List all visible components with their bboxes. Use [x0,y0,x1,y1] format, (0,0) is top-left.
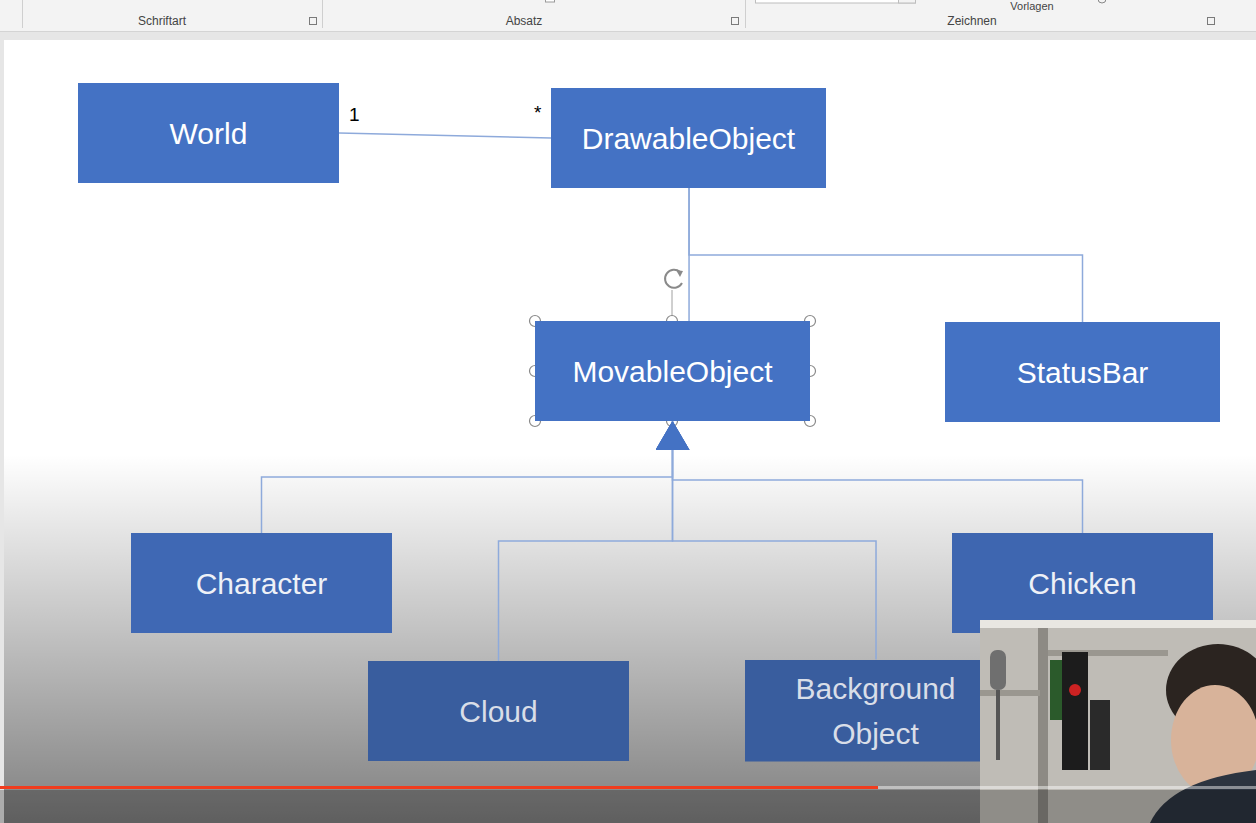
webcam-shelf [980,690,1040,696]
webcam-folder [1069,684,1081,696]
video-shade [4,455,1256,823]
ribbon-separator [322,0,323,28]
ribbon-checkbox [546,0,555,2]
resize-handle [530,316,816,427]
multiplicity-label: 1 [349,104,360,126]
class-name: DrawableObject [582,116,795,161]
class-box: DrawableObject [551,88,826,188]
class-box: StatusBar [945,322,1220,422]
class-box: Cloud [368,661,629,761]
class-box: Chicken [952,533,1213,633]
ribbon-group-label: Zeichnen [947,14,996,28]
progress-track [0,786,1256,789]
webcam-microphone [990,650,1006,690]
ribbon-bar [0,0,1256,32]
ribbon-icon [1098,0,1106,3]
ribbon-separator [22,0,23,28]
class-name: StatusBar [1017,350,1149,395]
inheritance-arrow [262,421,673,533]
inheritance-arrow [673,421,1083,533]
ribbon-input [756,0,916,3]
webcam-folder [1090,700,1110,770]
class-box: MovableObject [535,321,810,421]
rotate-handle [676,270,683,277]
webcam-wall [980,620,1256,628]
class-box: Character [131,533,392,633]
ribbon-group-label: Schriftart [138,14,186,28]
class-name: Chicken [1028,561,1136,606]
class-name: Character [196,561,328,606]
class-name: MovableObject [572,349,772,394]
selection-handles [530,270,816,427]
ribbon-item-label: Vorlagen [1010,0,1053,12]
inheritance-arrow [499,421,673,661]
ribbon-separator [745,0,746,28]
slide [4,40,1256,823]
association-line [689,188,1082,322]
class-box: World [78,83,339,183]
class-name: Cloud [459,689,537,734]
progress-bar [0,786,878,789]
class-box: Background Object [745,660,1006,762]
player-controls [0,790,1256,823]
ribbon-border [0,31,1256,32]
class-name: Background Object [776,666,976,756]
association-line [339,133,551,138]
dialog-launcher [310,18,1215,25]
webcam-microphone [996,690,1000,760]
inheritance-arrow [673,421,877,660]
webcam-folder [1050,660,1062,720]
ribbon-input [899,0,916,3]
ribbon-group-label: Absatz [506,14,543,28]
rotate-handle [665,270,682,288]
class-name: World [170,111,248,156]
multiplicity-label: * [534,102,541,124]
webcam-folder [1062,652,1088,770]
